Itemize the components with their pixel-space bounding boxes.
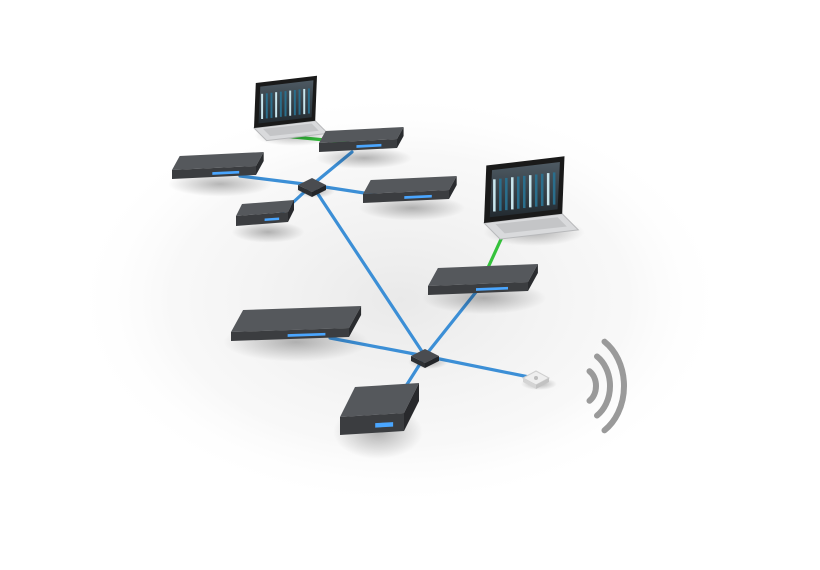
access-point-side [536,378,549,389]
device-side-face [288,200,294,222]
wifi-wave-3 [601,338,627,434]
status-led-strip [287,332,326,337]
audio-interface-icon[interactable] [358,176,466,221]
status-led-strip [212,170,240,175]
nodes-layer [167,75,627,459]
access-point-side [523,378,536,389]
status-led-strip [375,422,394,428]
audio-interface-icon[interactable] [315,127,413,169]
device-front-face [340,413,404,435]
switch-right-face [425,356,439,368]
device-side-face [404,383,419,431]
device-top-face [231,306,362,332]
wifi-signal-icon [586,338,627,434]
wifi-wave-2 [594,353,613,419]
device-front-face [236,212,288,226]
link-switch-1-to-switch-2 [310,183,427,358]
laptop-keyboard [495,217,567,234]
node-shadow [315,147,413,169]
switch-left-face [298,185,312,197]
device-side-face [256,152,264,175]
wifi-access-point-icon[interactable] [521,370,557,390]
device-side-face [349,306,362,337]
access-point-led [534,376,538,380]
switch-right-face [312,185,326,197]
node-shadow [231,221,305,243]
device-top-face [319,127,404,143]
laptop-keyboard [263,123,319,137]
status-led-strip [476,286,508,291]
device-side-face [528,264,538,291]
device-side-face [449,176,457,199]
audio-interface-icon[interactable] [167,152,273,197]
status-led-strip [356,143,382,148]
laptop-icon[interactable] [252,75,334,146]
device-top-face [236,200,294,216]
network-switch-icon[interactable] [408,349,448,369]
wifi-wave-1 [586,368,599,404]
audio-interface-icon[interactable] [222,306,370,362]
device-top-face [172,152,264,170]
compact-interface-icon[interactable] [231,200,305,243]
network-switch-icon[interactable] [295,178,335,198]
audio-interface-icon[interactable] [422,264,546,315]
switch-left-face [411,356,425,368]
compact-interface-icon[interactable] [333,383,423,459]
device-side-face [397,127,404,148]
status-led-strip [264,217,280,221]
device-top-face [340,383,419,417]
status-led-strip [404,194,432,199]
laptop-icon[interactable] [482,156,585,246]
device-top-face [428,264,538,286]
device-top-face [363,176,457,194]
